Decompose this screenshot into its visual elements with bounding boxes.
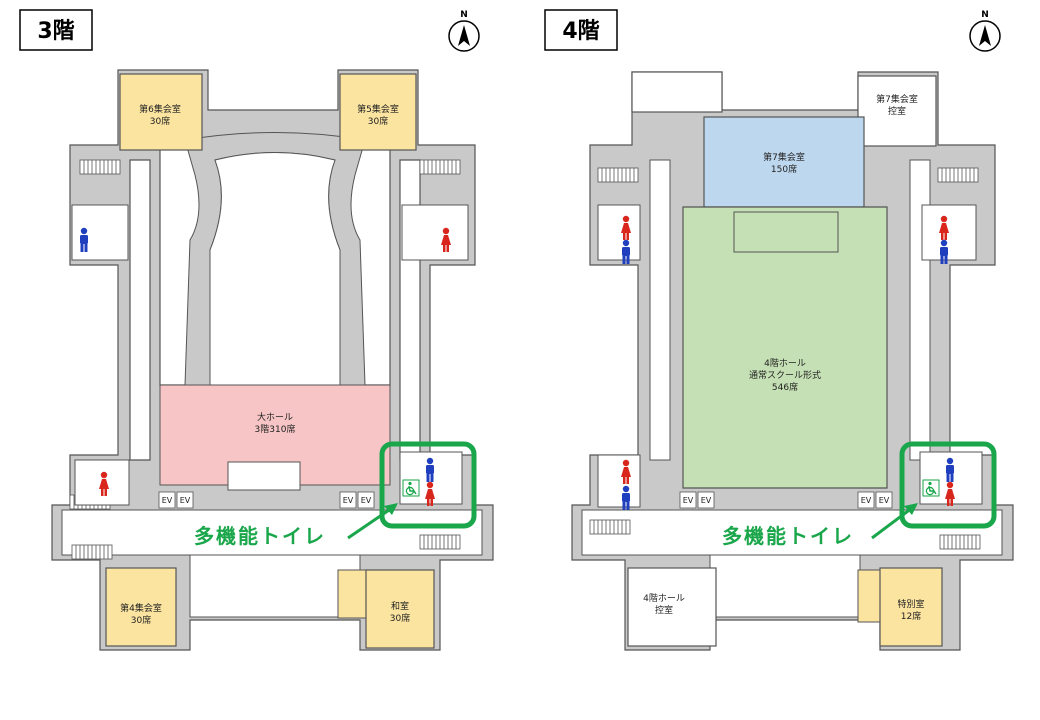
room-7 (703, 116, 865, 208)
room-7-seats: 150席 (771, 163, 797, 175)
multipurpose-restroom-highlight (899, 441, 997, 529)
entrance-lobby (189, 554, 361, 618)
elevator-label: EV (683, 496, 694, 505)
room-5-seats: 30席 (368, 115, 388, 127)
north-arrow-icon (969, 20, 1001, 52)
hall-4-name: 4階ホール (764, 358, 806, 369)
north-arrow-icon (448, 20, 480, 52)
elevator-label: EV (162, 496, 173, 505)
room-6-name: 第6集会室 (139, 103, 181, 115)
restroom-block (401, 204, 469, 261)
upper-left-room (631, 71, 723, 113)
callout-arrowhead (384, 503, 398, 515)
floor-4-plan: 4階 N 第7集会室 控室 第7集会室 150席 4階ホール 通常スクール形式 … (544, 9, 1014, 651)
room-7-anteroom (857, 75, 937, 147)
japanese-room-name: 和室 (391, 600, 409, 612)
room-7-anteroom-sub: 控室 (888, 105, 906, 117)
hall-4-anteroom-sub: 控室 (655, 604, 673, 616)
seating-upper (209, 152, 341, 386)
japanese-room-annex (337, 569, 369, 619)
restroom-block (71, 204, 129, 261)
hall-4-anteroom-name: 4階ホール (643, 593, 685, 604)
japanese-room (365, 569, 435, 649)
hall-4 (682, 206, 888, 489)
multipurpose-restroom-callout: 多機能トイレ (722, 524, 854, 548)
restroom-block (597, 454, 641, 508)
elevator (357, 491, 375, 509)
elevator (158, 491, 176, 509)
hall-4-seats: 546席 (772, 381, 798, 393)
lobby (61, 509, 483, 556)
floor-3-badge (19, 9, 93, 51)
staircase (939, 534, 981, 550)
elevator (339, 491, 357, 509)
hall-4-anteroom (627, 567, 717, 647)
room-4-name: 第4集会室 (120, 602, 162, 614)
staircase (937, 167, 979, 183)
callout-arrow (347, 506, 393, 540)
floor-3-label: 3階 (37, 19, 74, 44)
floor-4-label: 4階 (562, 19, 599, 44)
north-label: N (981, 10, 989, 20)
staircase (79, 159, 121, 175)
entrance-lobby (709, 554, 861, 618)
room-6 (119, 73, 203, 151)
staircase (589, 519, 631, 535)
staircase (597, 167, 639, 183)
room-7-name: 第7集会室 (763, 151, 805, 163)
hall-4-stage (733, 211, 839, 253)
wheelchair-icon (922, 479, 940, 497)
elevator-label: EV (180, 496, 191, 505)
elevator-label: EV (361, 496, 372, 505)
room-4-seats: 30席 (131, 614, 151, 626)
north-label: N (460, 10, 468, 20)
elevator (875, 491, 893, 509)
special-room (879, 567, 943, 647)
staircase (419, 534, 461, 550)
wheelchair-icon (402, 479, 420, 497)
special-room-name: 特別室 (897, 598, 924, 610)
hall-4-layout: 通常スクール形式 (749, 369, 821, 381)
restroom-block (597, 204, 641, 261)
room-5-name: 第5集会室 (357, 103, 399, 115)
grand-hall-seats: 3階310席 (255, 423, 296, 435)
callout-arrowhead (904, 503, 918, 515)
floor-3-plan: 3階 N 大ホール 3階310席 第6集会室 30席 第5集会室 30席 第4集… (19, 9, 494, 651)
elevator (176, 491, 194, 509)
callout-arrow (871, 506, 913, 540)
room-5 (339, 73, 417, 151)
multipurpose-restroom-callout: 多機能トイレ (194, 524, 326, 548)
corridor (649, 159, 671, 461)
grand-hall-name: 大ホール (257, 411, 293, 423)
restroom-block (921, 204, 977, 261)
elevator (857, 491, 875, 509)
hall-entrance (227, 461, 301, 491)
japanese-room-seats: 30席 (390, 612, 410, 624)
elevator (697, 491, 715, 509)
elevator-label: EV (343, 496, 354, 505)
room-7-anteroom-name: 第7集会室 (876, 93, 918, 105)
lobby (581, 509, 1003, 556)
elevator-label: EV (861, 496, 872, 505)
elevator-label: EV (879, 496, 890, 505)
multipurpose-restroom-highlight (379, 441, 477, 529)
staircase (71, 544, 113, 560)
special-room-annex (857, 569, 883, 623)
room-4 (105, 567, 177, 647)
room-6-seats: 30席 (150, 115, 170, 127)
elevator (679, 491, 697, 509)
floor-4-badge (544, 9, 618, 51)
elevator-label: EV (701, 496, 712, 505)
staircase (419, 159, 461, 175)
special-room-seats: 12席 (901, 610, 921, 622)
